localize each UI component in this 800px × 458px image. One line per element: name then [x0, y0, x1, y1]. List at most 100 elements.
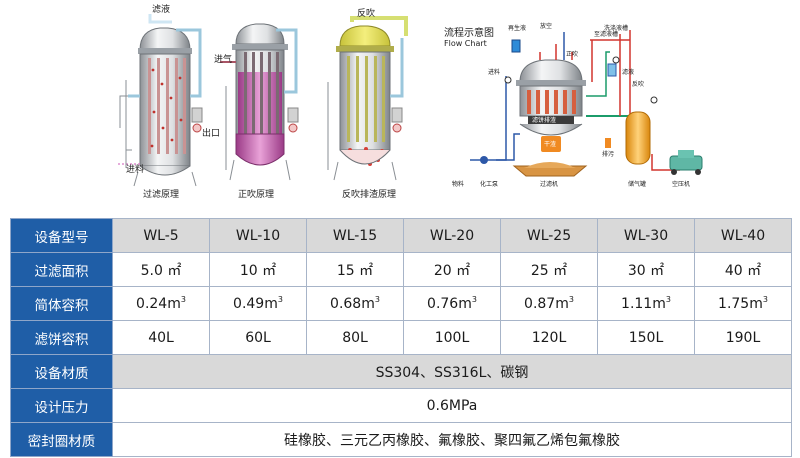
cell-value: 150L	[628, 329, 664, 346]
cell-superscript: 3	[471, 295, 477, 304]
cell-superscript: 3	[568, 295, 574, 304]
cell-value: 100L	[434, 329, 470, 346]
fc-label-wash: 洗涤液槽	[604, 24, 628, 32]
table-cell: 120L	[500, 320, 598, 355]
table-cell: 190L	[694, 320, 792, 355]
cell-value: 0.76m	[427, 296, 472, 312]
fc-label-compressor: 空压机	[672, 180, 690, 188]
row-header: 设计压力	[10, 388, 113, 423]
cell-value: 0.87m	[524, 296, 569, 312]
cell-value: WL-40	[720, 227, 766, 244]
label-backblow: 反吹	[357, 7, 375, 19]
row-header: 过滤面积	[10, 252, 113, 287]
table-cell: 1.11m3	[597, 286, 695, 321]
table-cell: WL-10	[209, 218, 307, 253]
cell-value: 40 ㎡	[724, 262, 762, 279]
fc-label-vent: 放空	[540, 22, 552, 30]
table-cell: 1.75m3	[694, 286, 792, 321]
cell-value: WL-10	[235, 227, 281, 244]
row-header: 设备材质	[10, 354, 113, 389]
table-cell-span: 硅橡胶、三元乙丙橡胶、氟橡胶、聚四氟乙烯包氟橡胶	[112, 422, 792, 457]
table-cell: 25 ㎡	[500, 252, 598, 287]
cell-value: 30 ㎡	[627, 262, 665, 279]
table-row: 过滤面积 5.0 ㎡ 10 ㎡ 15 ㎡ 20 ㎡ 25 ㎡ 30 ㎡ 40 ㎡	[10, 252, 792, 287]
cell-value: 5.0 ㎡	[140, 262, 182, 279]
table-cell: 30 ㎡	[597, 252, 695, 287]
table-cell: 150L	[597, 320, 695, 355]
cell-value: WL-5	[143, 227, 179, 244]
table-cell: 0.87m3	[500, 286, 598, 321]
label-air-in: 进气	[214, 53, 232, 65]
table-cell: 0.68m3	[306, 286, 404, 321]
cell-superscript: 3	[180, 295, 186, 304]
cell-superscript: 3	[762, 295, 768, 304]
table-cell-span: SS304、SS316L、碳钢	[112, 354, 792, 389]
cell-value: WL-25	[526, 227, 572, 244]
cell-value: 15 ㎡	[336, 262, 374, 279]
label-outlet: 出口	[202, 127, 220, 139]
table-row: 设备型号 WL-5 WL-10 WL-15 WL-20 WL-25 WL-30 WL-40	[10, 218, 792, 253]
table-cell: WL-5	[112, 218, 210, 253]
cell-value: 0.49m	[233, 296, 278, 312]
fc-label-forward: 正吹	[566, 50, 578, 58]
vessel-forward-blow	[220, 23, 299, 181]
cell-value: 190L	[725, 329, 761, 346]
fc-label-filtrate: 滤液	[622, 68, 634, 76]
caption-forward-blow: 正吹原理	[238, 188, 274, 200]
table-cell: 40L	[112, 320, 210, 355]
cell-value: WL-15	[332, 227, 378, 244]
fc-label-cake: 干渣	[544, 140, 556, 148]
filter-diagrams: 滤液 进气 出口 进料 反吹 过滤原理 正吹原理 反吹排渣原理 流程示意图 Fl…	[118, 3, 703, 200]
cell-superscript: 3	[665, 295, 671, 304]
table-cell: 15 ㎡	[306, 252, 404, 287]
fc-label-tank: 储气罐	[628, 180, 646, 188]
flow-chart-title: 流程示意图	[444, 26, 494, 39]
cell-superscript: 3	[277, 295, 283, 304]
fc-label-material: 物料	[452, 180, 464, 188]
cell-value: 40L	[148, 329, 174, 346]
cell-value: 25 ㎡	[530, 262, 568, 279]
caption-filtration: 过滤原理	[143, 188, 179, 200]
row-header: 滤饼容积	[10, 320, 113, 355]
table-cell: 5.0 ㎡	[112, 252, 210, 287]
table-cell: 40 ㎡	[694, 252, 792, 287]
cell-value: 1.11m	[621, 296, 666, 312]
table-cell: WL-20	[403, 218, 501, 253]
label-filtrate: 滤液	[152, 3, 170, 15]
table-row: 密封圈材质硅橡胶、三元乙丙橡胶、氟橡胶、聚四氟乙烯包氟橡胶	[10, 422, 792, 457]
table-cell: 80L	[306, 320, 404, 355]
spec-table: 设备型号 WL-5 WL-10 WL-15 WL-20 WL-25 WL-30 WL-40 过滤…	[10, 218, 792, 457]
cell-superscript: 3	[374, 295, 380, 304]
row-header: 简体容积	[10, 286, 113, 321]
caption-back-blow: 反吹排渣原理	[342, 188, 396, 200]
cell-value: 120L	[531, 329, 567, 346]
fc-label-feed-top: 进料	[488, 68, 500, 76]
table-cell: 20 ㎡	[403, 252, 501, 287]
table-cell: WL-30	[597, 218, 695, 253]
fc-label-regen: 再生液	[508, 24, 526, 32]
cell-value: 0.24m	[136, 296, 181, 312]
fc-label-bottom-chip: 滤饼排渣	[532, 116, 556, 124]
spec-table-body: 设备型号 WL-5 WL-10 WL-15 WL-20 WL-25 WL-30 WL-40 过滤…	[10, 218, 792, 457]
fc-label-drain: 排污	[602, 150, 614, 158]
table-cell: WL-25	[500, 218, 598, 253]
table-cell-span: 0.6MPa	[112, 388, 792, 423]
cell-value: 20 ㎡	[433, 262, 471, 279]
table-cell: WL-40	[694, 218, 792, 253]
row-header: 设备型号	[10, 218, 113, 253]
cell-value: 1.75m	[718, 296, 763, 312]
vessel-back-blow	[327, 16, 408, 181]
table-cell: 0.76m3	[403, 286, 501, 321]
row-header: 密封圈材质	[10, 422, 113, 457]
table-cell: WL-15	[306, 218, 404, 253]
vessel-filtration	[118, 14, 203, 187]
fc-label-chem-pump: 化工泵	[480, 180, 498, 188]
table-cell: 10 ㎡	[209, 252, 307, 287]
table-cell: 0.24m3	[112, 286, 210, 321]
fc-label-to-filtrate: 至滤液槽	[594, 30, 618, 38]
cell-value: 10 ㎡	[239, 262, 277, 279]
